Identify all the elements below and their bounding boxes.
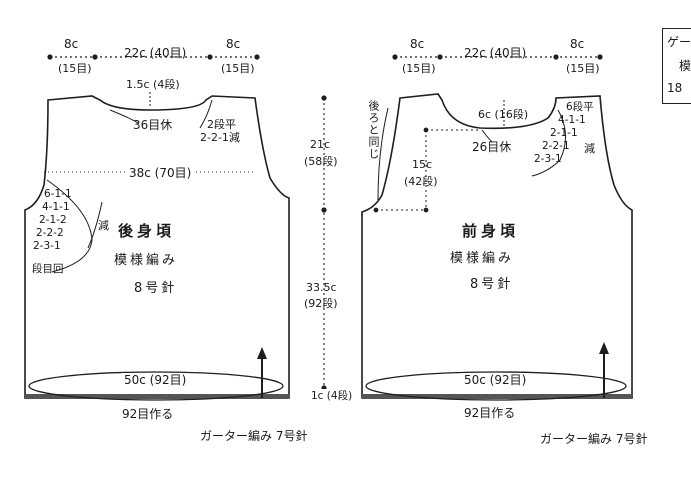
front-needle: 8号針 [470, 277, 514, 292]
front-neck-bind: 26目休 [472, 140, 512, 154]
front-body-outline [361, 93, 633, 399]
back-armhole-row-4: 2-2-2 [36, 227, 64, 239]
back-top-count-left: (15目) [58, 62, 92, 75]
front-border-label: ガーター編み 7号針 [540, 432, 648, 446]
back-armhole-row-1: 6-1-1 [44, 188, 72, 200]
front-neck-row-5: 2-3-1 [534, 153, 562, 165]
back-border-label: ガーター編み 7号針 [200, 429, 308, 443]
back-title: 後身頃 [118, 222, 176, 240]
back-armhole-row-3: 2-1-2 [39, 214, 67, 226]
front-bottom-width: 50c (92目) [462, 373, 529, 387]
front-top-dim-center: 22c (40目) [464, 46, 527, 60]
center-upper-dim: 21c [310, 138, 331, 151]
back-body-outline [24, 95, 290, 399]
back-top-dim-right: 8c [226, 37, 241, 51]
legend-box: ゲー 模 18 [662, 28, 691, 104]
front-garter-border [362, 394, 632, 399]
front-neck-row-4: 2-2-1 [542, 140, 570, 152]
back-cast-on: 92目作る [122, 407, 174, 421]
front-caston-oval [365, 371, 627, 401]
back-neck-depth: 1.5c (4段) [126, 78, 180, 91]
back-width-mid: 38c (70目) [127, 166, 194, 180]
front-neck-height: 15c [412, 158, 433, 171]
center-border-dim: 1c (4段) [311, 389, 353, 403]
legend-line-1: ゲー [667, 35, 691, 49]
front-neck-height-rows: (42段) [404, 175, 438, 188]
front-pattern: 模様編み [450, 251, 515, 266]
back-bottom-width: 50c (92目) [122, 373, 189, 387]
back-top-count-right: (15目) [221, 62, 255, 75]
back-top-dim-center: 22c (40目) [124, 46, 187, 60]
front-title: 前身頃 [462, 222, 520, 240]
back-garter-border [25, 394, 289, 399]
center-lower-dim: 33.5c [306, 281, 337, 294]
back-caston-oval [28, 371, 284, 401]
front-neck-depth: 6c (16段) [478, 108, 529, 121]
back-top-dim-left: 8c [64, 37, 79, 51]
front-cast-on: 92目作る [464, 406, 516, 420]
legend-line-3: 18 [667, 81, 683, 95]
back-neck-row-1: 2段平 [207, 118, 236, 131]
legend-line-2: 模 [679, 59, 691, 73]
back-neck-row-2: 2-2-1減 [200, 131, 240, 144]
front-top-dim-left: 8c [410, 37, 425, 51]
front-top-dim-right: 8c [570, 37, 585, 51]
center-upper-rows: (58段) [304, 155, 338, 168]
front-top-count-left: (15目) [402, 62, 436, 75]
back-armhole-row-2: 4-1-1 [42, 201, 70, 213]
front-neck-row-3: 2-1-1 [550, 127, 578, 139]
center-lower-rows: (92段) [304, 297, 338, 310]
back-armhole-dec: 減 [98, 219, 109, 232]
front-neck-dec: 減 [584, 142, 595, 155]
front-same-as-back: 後ろと同じ [367, 100, 380, 160]
back-needle: 8号針 [134, 281, 178, 296]
front-neck-row-1: 6段平 [566, 101, 594, 113]
back-armhole-row-5: 2-3-1 [33, 240, 61, 252]
front-neck-row-2: 4-1-1 [558, 114, 586, 126]
back-neck-bind: 36目休 [133, 118, 173, 132]
front-top-count-right: (15目) [566, 62, 600, 75]
back-pattern: 模様編み [114, 253, 179, 268]
back-armhole-row-6: 段目回 [32, 263, 64, 275]
